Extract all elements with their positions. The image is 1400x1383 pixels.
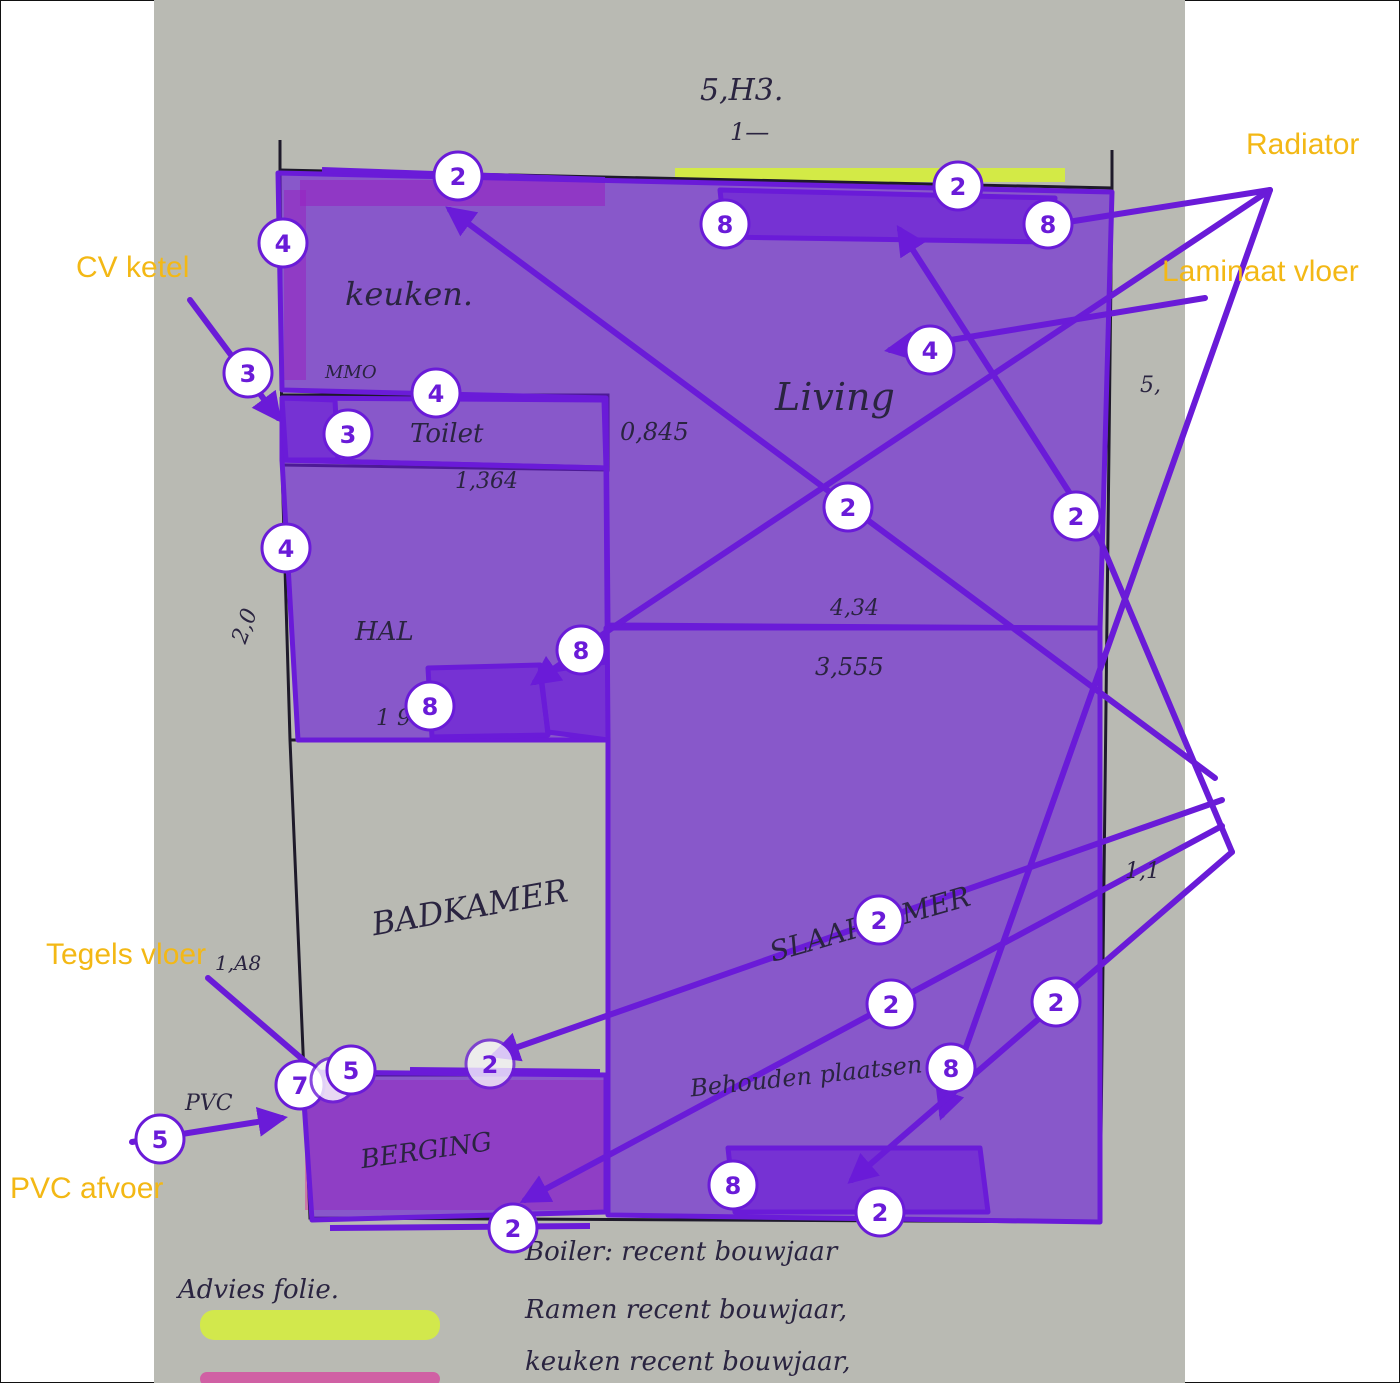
- badge[interactable]: 2: [853, 894, 905, 946]
- hand-pvc: PVC: [184, 1091, 233, 1116]
- badge[interactable]: 2: [1050, 490, 1102, 542]
- hand-dim-3555: 3,555: [815, 653, 884, 681]
- badge[interactable]: 2: [487, 1202, 539, 1254]
- svg-text:3: 3: [240, 360, 257, 388]
- legend-yellow-swatch: [200, 1310, 440, 1340]
- badge[interactable]: 8: [925, 1042, 977, 1094]
- hand-dim-1ab: 1,1: [1125, 859, 1160, 884]
- svg-text:8: 8: [943, 1055, 960, 1083]
- region-cv-ketel: [279, 395, 341, 463]
- hand-dim-434: 4,34: [829, 596, 879, 621]
- hand-mmo: MMO: [324, 362, 377, 383]
- svg-text:2: 2: [1048, 989, 1065, 1017]
- hand-room-badkamer: BADKAMER: [368, 871, 571, 943]
- badge[interactable]: 2: [822, 481, 874, 533]
- hand-room-living: Living: [774, 375, 895, 419]
- badge[interactable]: 8: [404, 680, 456, 732]
- hand-dim-1364: 1,364: [455, 469, 518, 494]
- numbered-badges: 2 2 8 8 4 4 3 4 3 2 2 4 8 8 2 2 2 2 8 7 …: [134, 150, 1102, 1254]
- label-cv-ketel: CV ketel: [76, 251, 190, 284]
- svg-text:8: 8: [1040, 211, 1057, 239]
- badge[interactable]: 8: [1022, 198, 1074, 250]
- hand-bottom-note-4: keuken recent bouwjaar,: [525, 1347, 850, 1377]
- hand-room-toilet: Toilet: [410, 419, 484, 449]
- hand-dim-badkamer-left: 1,A8: [215, 951, 261, 975]
- badge[interactable]: 4: [410, 367, 462, 419]
- label-radiator: Radiator: [1246, 128, 1360, 161]
- room-regions: [275, 170, 1115, 1225]
- badge[interactable]: 4: [257, 217, 309, 269]
- region-radiator-top: [717, 187, 1058, 245]
- svg-text:2: 2: [1068, 503, 1085, 531]
- hand-bottom-note-3: Ramen recent bouwjaar,: [524, 1295, 847, 1325]
- svg-text:4: 4: [428, 380, 445, 408]
- badge[interactable]: 2: [854, 1186, 906, 1238]
- badge[interactable]: 8: [707, 1159, 759, 1211]
- hand-dim-0845: 0,845: [620, 418, 689, 446]
- legend-pink-swatch: [200, 1372, 440, 1383]
- svg-text:8: 8: [573, 637, 590, 665]
- badge[interactable]: 3: [222, 347, 274, 399]
- svg-text:2: 2: [872, 1199, 889, 1227]
- hand-bottom-note-2: Advies folie.: [176, 1275, 339, 1305]
- hand-bottom-note-1: Boiler: recent bouwjaar: [524, 1237, 839, 1267]
- badge[interactable]: 2: [865, 978, 917, 1030]
- svg-text:4: 4: [275, 230, 292, 258]
- svg-text:5: 5: [343, 1057, 360, 1085]
- svg-text:2: 2: [950, 173, 967, 201]
- svg-text:8: 8: [422, 693, 439, 721]
- badge[interactable]: 2: [432, 150, 484, 202]
- svg-text:2: 2: [883, 991, 900, 1019]
- badge[interactable]: 2: [1030, 976, 1082, 1028]
- svg-text:2: 2: [482, 1051, 499, 1079]
- svg-text:2: 2: [840, 494, 857, 522]
- hand-dim-side: 5,: [1140, 373, 1161, 398]
- badge[interactable]: 8: [555, 624, 607, 676]
- hand-top-unit: 1—: [730, 118, 769, 146]
- label-laminaat-vloer: Laminaat vloer: [1162, 255, 1359, 288]
- hand-room-hal: HAL: [354, 617, 414, 647]
- badge[interactable]: 5: [325, 1044, 377, 1096]
- svg-text:2: 2: [505, 1215, 522, 1243]
- svg-text:3: 3: [340, 421, 357, 449]
- badge[interactable]: 2: [932, 160, 984, 212]
- svg-text:7: 7: [292, 1072, 309, 1100]
- svg-text:5: 5: [152, 1126, 169, 1154]
- hand-dim-hal-left: 2,0: [227, 605, 263, 647]
- badge[interactable]: 3: [322, 408, 374, 460]
- hand-room-keuken: keuken.: [345, 275, 473, 313]
- svg-text:4: 4: [922, 337, 939, 365]
- badge[interactable]: 4: [260, 522, 312, 574]
- badge[interactable]: 5: [134, 1113, 186, 1165]
- badge[interactable]: 4: [904, 324, 956, 376]
- svg-text:8: 8: [725, 1172, 742, 1200]
- svg-text:8: 8: [717, 211, 734, 239]
- svg-text:4: 4: [278, 535, 295, 563]
- label-tegels-vloer: Tegels vloer: [46, 938, 207, 971]
- svg-text:2: 2: [450, 163, 467, 191]
- label-pvc-afvoer: PVC afvoer: [10, 1172, 164, 1205]
- badge[interactable]: 8: [699, 198, 751, 250]
- svg-text:2: 2: [871, 907, 888, 935]
- badge[interactable]: 2: [464, 1038, 516, 1090]
- hand-top-dimension: 5,H3.: [700, 73, 783, 108]
